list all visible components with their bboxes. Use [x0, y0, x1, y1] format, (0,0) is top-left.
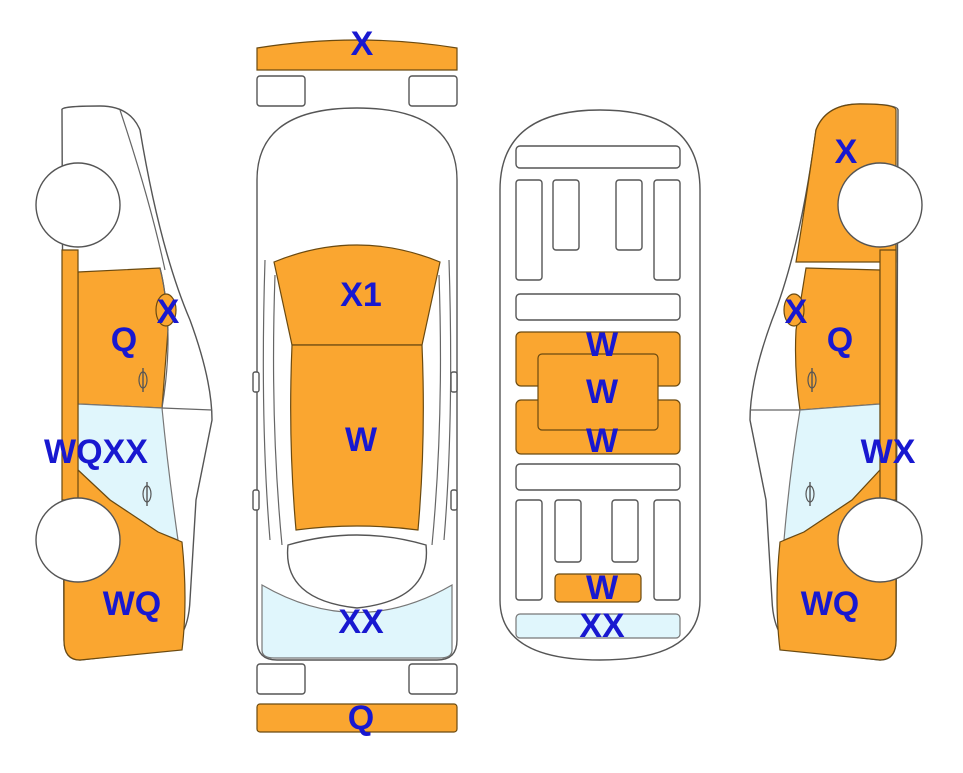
left-front-door-edge — [159, 267, 169, 409]
right-rear-wheel — [837, 497, 923, 583]
rear-bumper-panel[interactable] — [256, 703, 458, 733]
left-rear-handle — [142, 482, 152, 506]
floor-rail-8 — [653, 499, 681, 601]
front-left-light — [256, 75, 306, 107]
right-front-fender-label: X — [835, 133, 858, 171]
right-rear-handle — [805, 482, 815, 506]
rear-right-light — [408, 663, 458, 695]
rear-bumper-label: Q — [348, 699, 374, 737]
right-front-wheel — [837, 162, 923, 248]
floor-rear-bar-panel[interactable] — [515, 613, 681, 639]
floor-rear-bar-label: XX — [579, 607, 625, 645]
top-left-side-line — [262, 259, 271, 541]
top-left-handle — [252, 489, 260, 511]
rear-window-panel[interactable] — [261, 583, 453, 659]
left-rear-door-label: WQXX — [44, 433, 148, 471]
top-right-side-line — [443, 259, 452, 541]
right-front-door-label: Q — [827, 321, 853, 359]
floor-rail-5 — [515, 499, 543, 601]
top-view-car: X X1 W XX Q — [252, 25, 458, 737]
right-rocker-panel[interactable] — [879, 249, 897, 501]
top-right-handle — [450, 489, 458, 511]
floor-rail-1 — [515, 179, 543, 281]
floor-front-label: W — [586, 326, 619, 364]
roof-panel[interactable] — [290, 344, 424, 531]
floor-view-car: W W W W XX — [499, 109, 701, 661]
top-right-inner-line — [431, 274, 442, 546]
rear-left-light — [256, 663, 306, 695]
floor-middle-label: W — [586, 373, 619, 411]
floor-trunk-label: W — [586, 569, 619, 607]
floor-rail-7 — [611, 499, 639, 563]
floor-crossmember-1 — [515, 293, 681, 321]
left-front-wheel — [35, 162, 121, 248]
left-front-door-label: Q — [111, 321, 137, 359]
rear-deck — [286, 534, 428, 609]
floor-rear-label: W — [586, 422, 619, 460]
left-quarter-label: WQ — [103, 585, 162, 623]
floor-middle-panel[interactable] — [537, 353, 659, 431]
left-side-car: X Q WQXX WQ — [35, 105, 213, 661]
top-right-mirror — [450, 371, 458, 393]
right-front-handle — [807, 368, 817, 392]
floor-front-bar — [515, 145, 681, 169]
left-a-pillar-line — [119, 109, 166, 271]
windshield-label: X1 — [340, 276, 382, 314]
left-belt-line — [161, 407, 213, 411]
left-mirror-panel[interactable] — [155, 293, 177, 327]
top-left-inner-line — [272, 274, 283, 546]
rear-window-label: XX — [338, 603, 384, 641]
front-bumper-label: X — [351, 25, 374, 63]
floor-rail-2 — [552, 179, 580, 251]
right-side-car: X X Q WX WQ — [749, 103, 923, 661]
left-rear-wheel — [35, 497, 121, 583]
right-quarter-label: WQ — [801, 585, 860, 623]
floor-crossmember-2 — [515, 463, 681, 491]
front-right-light — [408, 75, 458, 107]
right-mirror-label: X — [785, 293, 808, 331]
floor-rail-6 — [554, 499, 582, 563]
top-left-mirror — [252, 371, 260, 393]
roof-label: W — [345, 421, 378, 459]
left-front-handle — [138, 368, 148, 392]
left-mirror-label: X — [157, 293, 180, 331]
right-mirror-panel[interactable] — [783, 293, 805, 327]
right-rear-door-label: WX — [861, 433, 916, 471]
floor-trunk-panel[interactable] — [554, 573, 642, 603]
floor-rail-3 — [615, 179, 643, 251]
front-bumper-panel[interactable] — [256, 39, 458, 71]
windshield-panel[interactable] — [273, 244, 441, 346]
floor-rail-4 — [653, 179, 681, 281]
